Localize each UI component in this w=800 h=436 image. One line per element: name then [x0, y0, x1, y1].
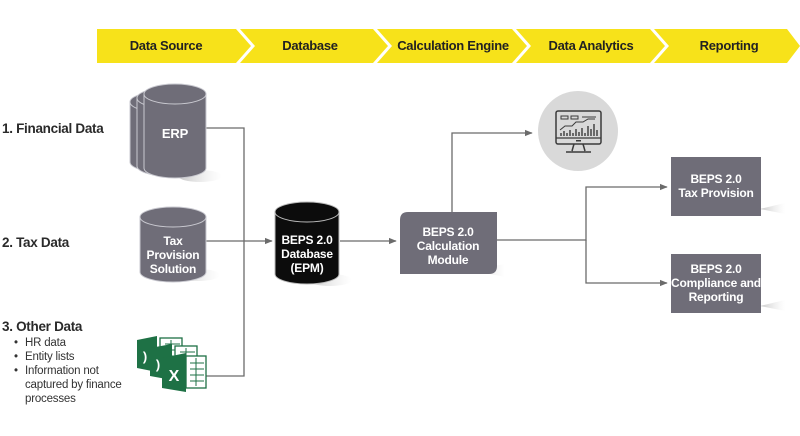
connector-to-tax-provision [497, 183, 668, 241]
stage-label: Database [282, 38, 337, 53]
stage-chevron-calculation-engine: Calculation Engine [377, 29, 527, 63]
node-line: BEPS 2.0 [690, 172, 742, 186]
svg-text:): ) [143, 349, 147, 364]
tax-provision-solution-database: Tax Provision Solution [139, 206, 220, 283]
node-line: BEPS 2.0 [281, 233, 333, 247]
node-line: BEPS 2.0 [422, 225, 474, 239]
stage-bar: Data Source Database Calculation Engine … [97, 29, 800, 63]
output-compliance-reporting-node: BEPS 2.0 Compliance and Reporting [671, 254, 785, 313]
stage-chevron-database: Database [240, 29, 388, 63]
bullet-item: Information not [25, 365, 100, 377]
stage-label: Data Analytics [549, 38, 634, 53]
erp-label: ERP [162, 126, 189, 141]
node-line: Provision [147, 248, 200, 262]
node-line: Database [281, 247, 333, 261]
other-data-label: 3. Other Data [2, 319, 83, 334]
beps-database-node: BEPS 2.0 Database (EPM) [274, 201, 352, 286]
analytics-monitor-icon [538, 91, 618, 171]
output-tax-provision-node: BEPS 2.0 Tax Provision [671, 157, 785, 216]
svg-text:•: • [14, 365, 18, 377]
node-line: Tax Provision [678, 186, 753, 200]
connector-to-analytics [451, 129, 533, 212]
tax-data-label: 2. Tax Data [2, 235, 70, 250]
node-line: Calculation [417, 239, 479, 253]
node-line: Module [428, 253, 469, 267]
node-line: Tax [163, 234, 183, 248]
svg-text:): ) [156, 357, 160, 372]
connectors [206, 127, 668, 377]
svg-text:•: • [14, 337, 18, 349]
node-line: (EPM) [291, 261, 324, 275]
connector-to-compliance [585, 240, 668, 287]
excel-files-icon: ) ) X [137, 336, 207, 392]
node-line: BEPS 2.0 [690, 262, 742, 276]
svg-text:•: • [14, 351, 18, 363]
bullet-continuation: captured by finance [25, 379, 122, 391]
svg-text:X: X [169, 368, 180, 385]
stage-label: Data Source [130, 38, 203, 53]
stage-chevron-data-analytics: Data Analytics [516, 29, 665, 63]
bullet-item: HR data [25, 337, 67, 349]
bullet-item: Entity lists [25, 351, 75, 363]
other-data-block: 3. Other Data • HR data • Entity lists •… [2, 319, 122, 405]
node-line: Solution [150, 262, 196, 276]
stage-label: Calculation Engine [397, 38, 509, 53]
node-line: Reporting [689, 290, 744, 304]
connector-sources-trunk [206, 127, 245, 377]
stage-chevron-reporting: Reporting [654, 29, 800, 63]
bullet-continuation: processes [25, 393, 76, 405]
node-line: Compliance and [671, 276, 761, 290]
stage-label: Reporting [700, 38, 759, 53]
financial-data-label: 1. Financial Data [2, 121, 104, 136]
erp-database-icon: ERP [129, 83, 222, 182]
stage-chevron-data-source: Data Source [97, 29, 251, 63]
calculation-module-node: BEPS 2.0 Calculation Module [400, 212, 505, 277]
